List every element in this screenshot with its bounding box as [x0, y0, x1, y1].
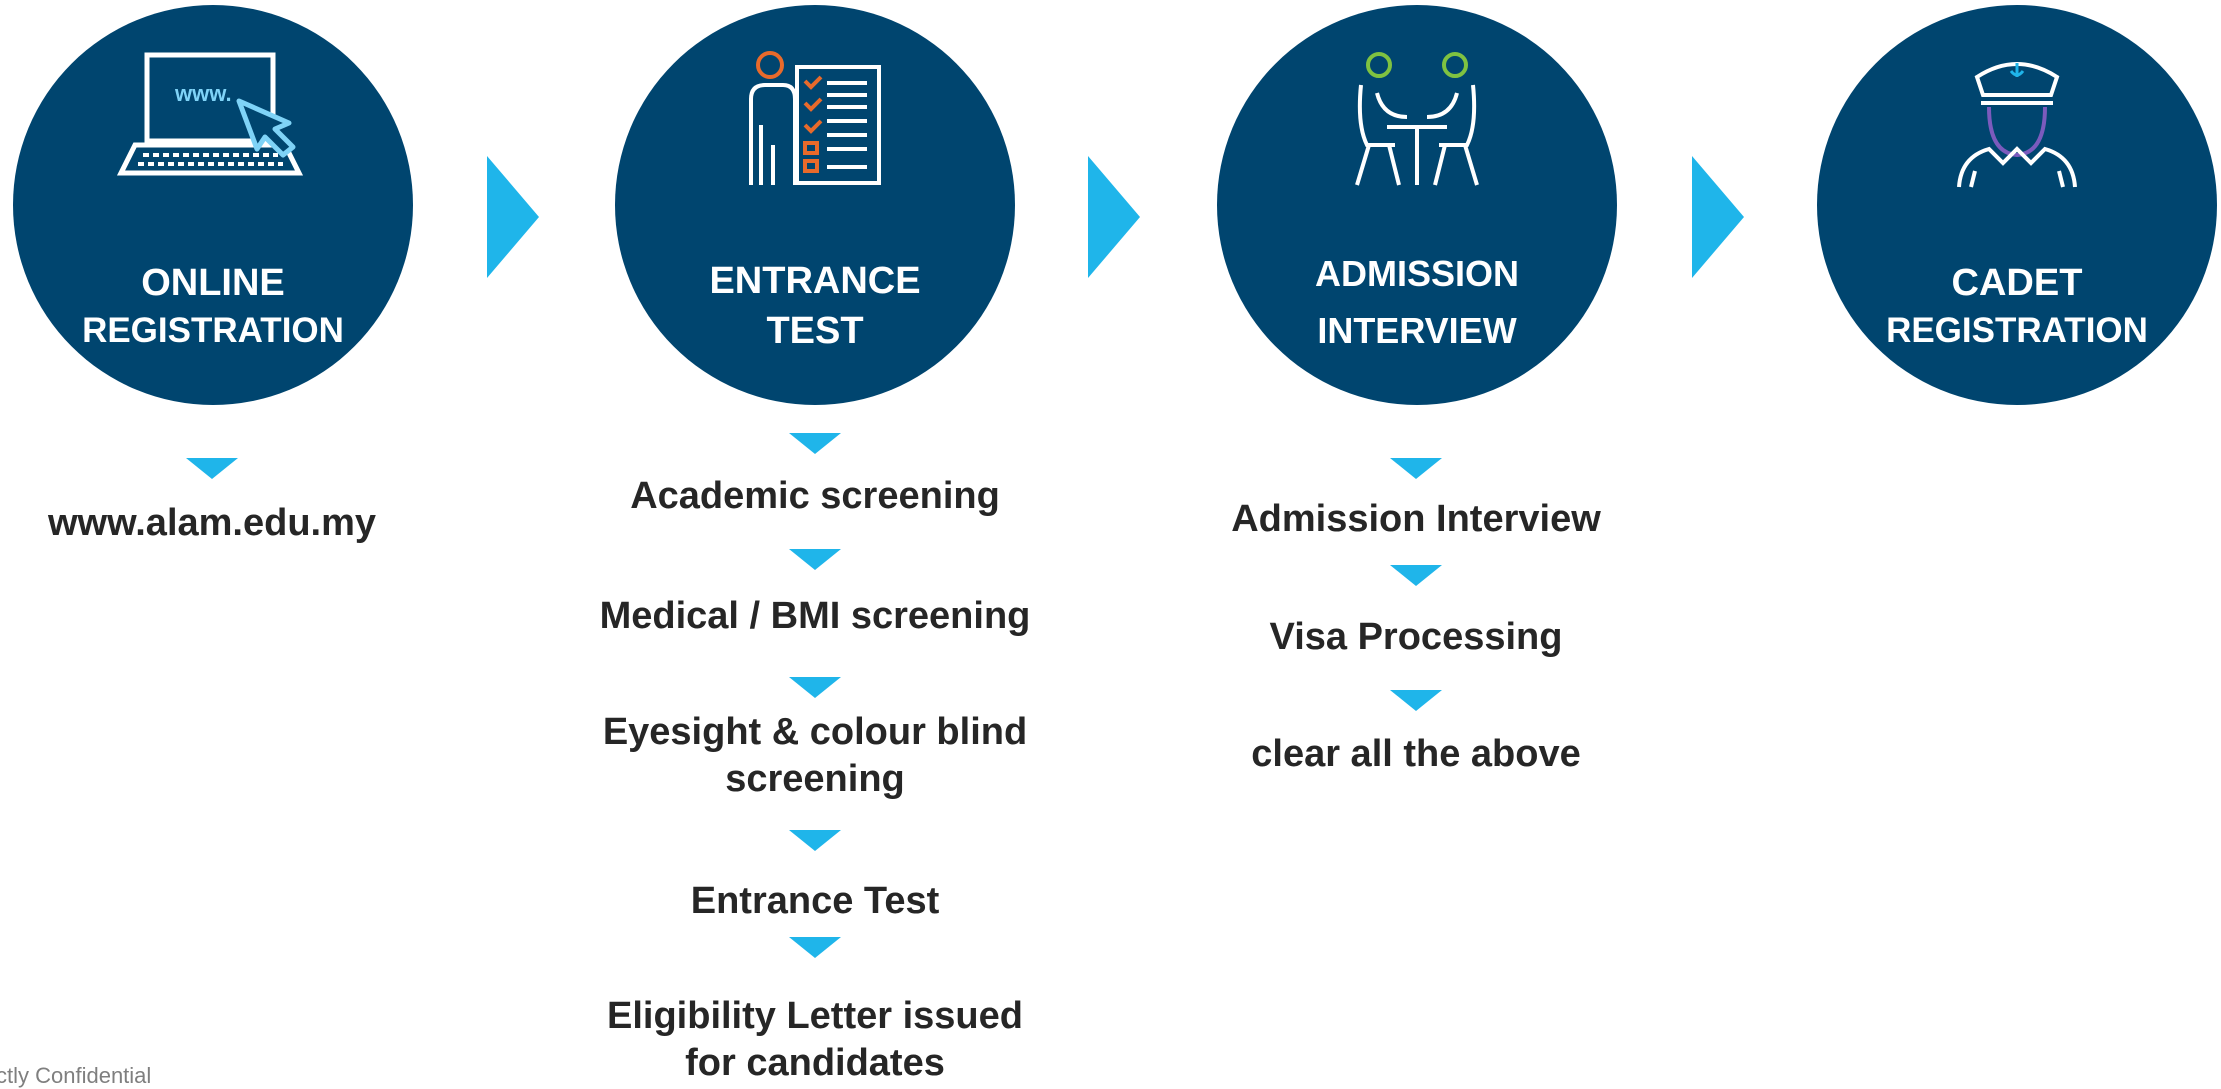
- step-arrow: [186, 458, 238, 479]
- step-academic-screening: Academic screening: [630, 475, 1000, 517]
- laptop-www-icon: www.: [116, 52, 304, 176]
- step-medical-screening: Medical / BMI screening: [599, 595, 1031, 637]
- stage-admission-interview: ADMISSION INTERVIEW: [1217, 5, 1617, 405]
- step-eligibility-letter-line1: Eligibility Letter issued: [607, 995, 1023, 1037]
- step-website: www.alam.edu.my: [47, 502, 377, 544]
- flow-arrow-3: [1692, 156, 1744, 278]
- step-visa-processing: Visa Processing: [1269, 616, 1563, 658]
- captain-icon: [1957, 62, 2077, 188]
- checklist-person-icon: [749, 51, 881, 185]
- step-arrow: [789, 549, 841, 570]
- step-arrow: [1390, 565, 1442, 586]
- step-arrow: [1390, 690, 1442, 711]
- flow-arrow-1: [487, 156, 539, 278]
- stage-title-line2: REGISTRATION: [82, 311, 344, 350]
- step-clear-all: clear all the above: [1251, 733, 1581, 775]
- stage-title-line2: REGISTRATION: [1886, 311, 2148, 350]
- stage-title-line2: INTERVIEW: [1317, 310, 1517, 351]
- stage-cadet-registration: CADET REGISTRATION: [1817, 5, 2217, 405]
- step-arrow: [789, 830, 841, 851]
- step-entrance-test: Entrance Test: [690, 880, 940, 922]
- stage-title-line2: TEST: [766, 310, 864, 352]
- stage-title-line1: ONLINE: [141, 262, 285, 304]
- stage-title-line1: ADMISSION: [1314, 253, 1519, 294]
- step-arrow: [1390, 458, 1442, 479]
- www-label: www.: [174, 81, 232, 106]
- interview-table-icon: [1355, 52, 1479, 186]
- step-admission-interview: Admission Interview: [1231, 498, 1601, 540]
- step-eligibility-letter-line2: for candidates: [685, 1042, 945, 1084]
- step-arrow: [789, 677, 841, 698]
- flow-arrow-2: [1088, 156, 1140, 278]
- confidential-footer: ctly Confidential: [0, 1063, 152, 1088]
- step-arrow: [789, 433, 841, 454]
- step-eyesight-screening-line2: screening: [725, 758, 905, 800]
- stage-entrance-test: ENTRANCE TEST: [615, 5, 1015, 405]
- stage-online-registration: www. ONLINE REGISTRATION: [13, 5, 413, 405]
- stage-title-line1: CADET: [1951, 262, 2083, 304]
- step-eyesight-screening-line1: Eyesight & colour blind: [602, 711, 1028, 753]
- stage-title-line1: ENTRANCE: [709, 260, 921, 302]
- step-arrow: [789, 937, 841, 958]
